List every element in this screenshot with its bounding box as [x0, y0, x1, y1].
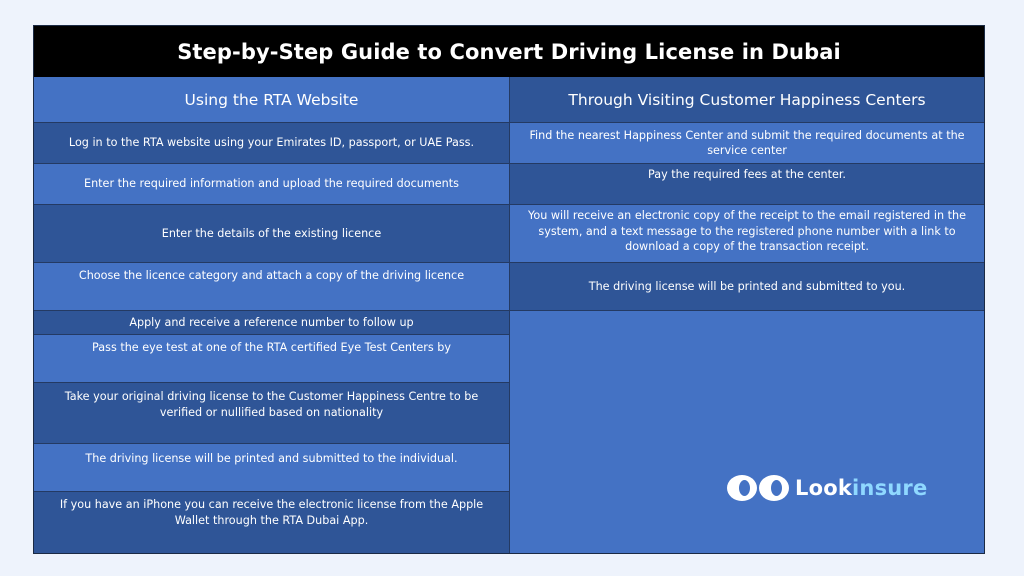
left-step-8: The driving license will be printed and … — [34, 444, 509, 492]
lookinsure-logo: Lookinsure — [727, 474, 927, 502]
left-step-1: Log in to the RTA website using your Emi… — [34, 123, 509, 164]
left-step-3: Enter the details of the existing licenc… — [34, 205, 509, 263]
guide-title: Step-by-Step Guide to Convert Driving Li… — [34, 26, 984, 77]
left-column-header: Using the RTA Website — [34, 77, 509, 123]
left-column-header-text: Using the RTA Website — [184, 90, 359, 109]
left-step-7: Take your original driving license to th… — [34, 383, 509, 444]
right-step-1-text: Find the nearest Happiness Center and su… — [529, 128, 965, 158]
right-step-4-text: The driving license will be printed and … — [588, 279, 906, 293]
left-step-3-text: Enter the details of the existing licenc… — [161, 226, 382, 240]
left-step-6: Pass the eye test at one of the RTA cert… — [34, 335, 509, 383]
left-step-6-text: Pass the eye test at one of the RTA cert… — [92, 341, 451, 354]
logo-wordmark: Lookinsure — [795, 476, 927, 500]
right-step-2-text: Pay the required fees at the center. — [648, 168, 846, 181]
right-column-header-text: Through Visiting Customer Happiness Cent… — [568, 90, 926, 109]
eye-right-icon — [759, 475, 789, 501]
left-step-5: Apply and receive a reference number to … — [34, 311, 509, 335]
logo-text-look: Look — [795, 476, 853, 500]
left-step-4: Choose the licence category and attach a… — [34, 263, 509, 311]
right-column-header: Through Visiting Customer Happiness Cent… — [510, 77, 984, 123]
left-step-9-text: If you have an iPhone you can receive th… — [59, 498, 484, 527]
left-step-7-text: Take your original driving license to th… — [64, 390, 479, 419]
column-divider — [509, 77, 510, 553]
guide-table: Step-by-Step Guide to Convert Driving Li… — [33, 25, 985, 554]
left-step-1-text: Log in to the RTA website using your Emi… — [68, 136, 475, 150]
right-step-4: The driving license will be printed and … — [510, 263, 984, 311]
right-step-1: Find the nearest Happiness Center and su… — [510, 123, 984, 164]
logo-text-insure: insure — [852, 476, 928, 500]
left-step-9: If you have an iPhone you can receive th… — [34, 492, 509, 553]
left-step-2-text: Enter the required information and uploa… — [84, 177, 459, 191]
eye-left-icon — [727, 475, 757, 501]
left-step-2: Enter the required information and uploa… — [34, 164, 509, 205]
right-step-3: You will receive an electronic copy of t… — [510, 205, 984, 263]
left-step-8-text: The driving license will be printed and … — [85, 452, 458, 465]
left-step-4-text: Choose the licence category and attach a… — [78, 269, 465, 282]
right-step-2: Pay the required fees at the center. — [510, 164, 984, 205]
left-step-5-text: Apply and receive a reference number to … — [129, 315, 414, 329]
right-step-3-text: You will receive an electronic copy of t… — [528, 209, 966, 253]
eyes-icon — [727, 475, 789, 501]
